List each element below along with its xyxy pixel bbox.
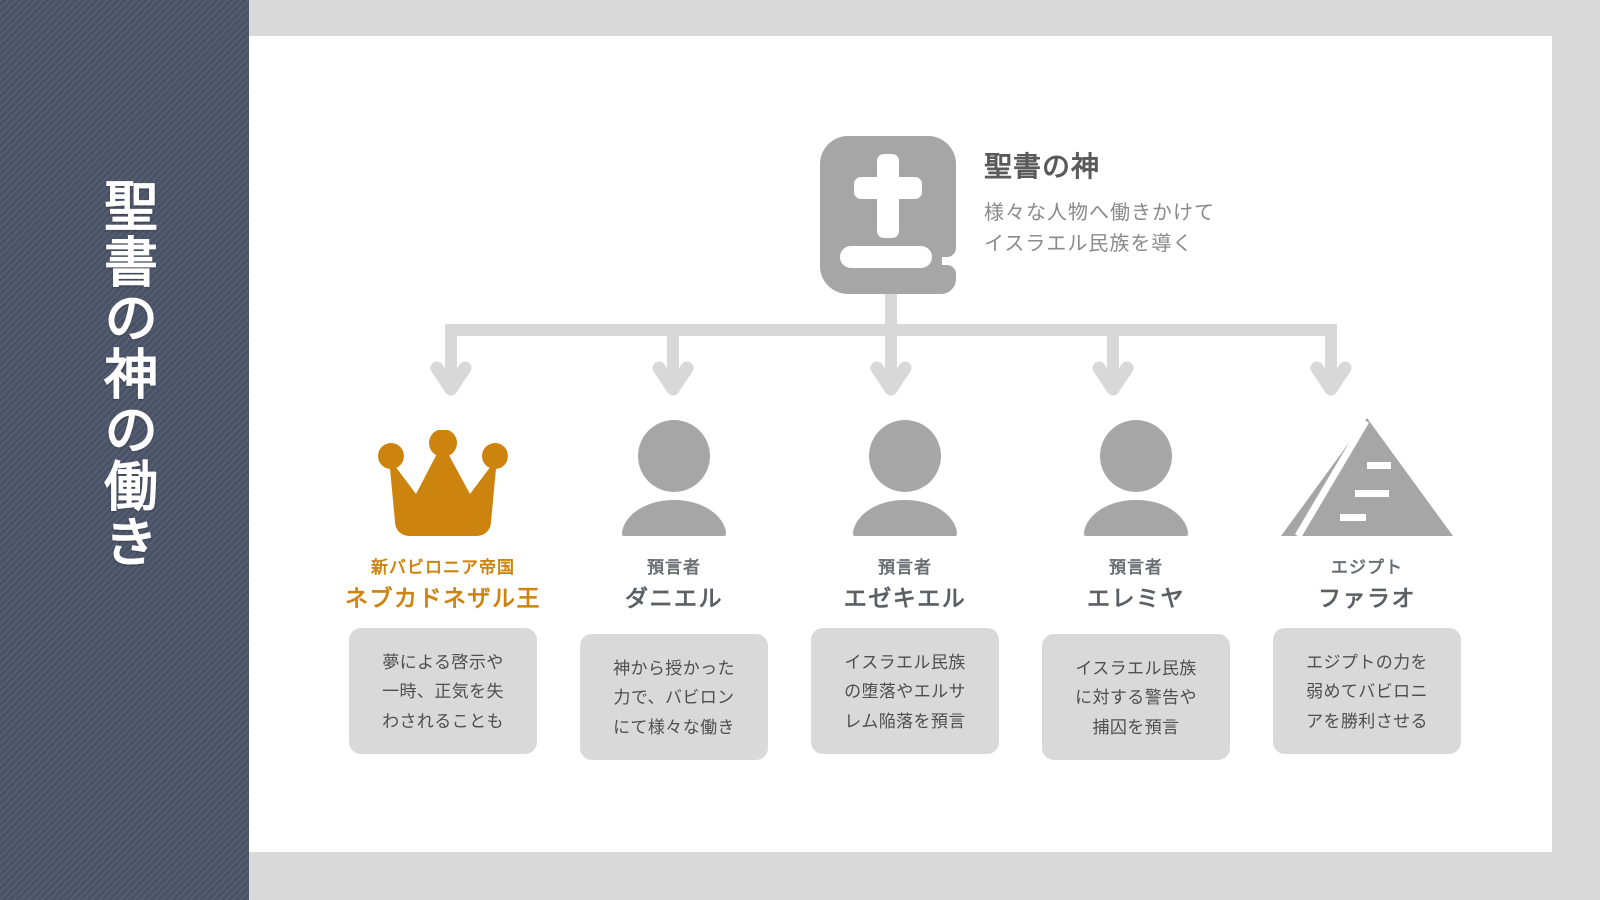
sidebar-vertical-title: 聖書の神の働き (0, 178, 249, 578)
column-description: イスラエル民族 の堕落やエルサ レム陥落を預言 (811, 628, 999, 754)
column-icon-wrap (378, 410, 508, 536)
column-daniel: 預言者 ダニエル 神から授かった 力で、バビロン にて様々な働き (576, 410, 772, 760)
column-icon-wrap (622, 410, 726, 536)
column-nebuchadnezzar: 新バビロニア帝国 ネブカドネザル王 夢による啓示や 一時、正気を失 わされること… (345, 410, 541, 760)
column-description: 夢による啓示や 一時、正気を失 わされることも (349, 628, 537, 754)
slide-canvas: 聖書の神 様々な人物へ働きかけて イスラエル民族を導く (249, 36, 1552, 852)
sidebar-title-text: 聖書の神の働き (95, 178, 156, 570)
top-node-text: 聖書の神 様々な人物へ働きかけて イスラエル民族を導く (984, 136, 1215, 260)
person-icon (622, 420, 726, 536)
top-node: 聖書の神 様々な人物へ働きかけて イスラエル民族を導く (820, 136, 1215, 294)
column-name: ファラオ (1318, 585, 1416, 612)
column-description: イスラエル民族 に対する警告や 捕囚を預言 (1042, 634, 1230, 760)
bible-icon (820, 136, 956, 294)
column-description: 神から授かった 力で、バビロン にて様々な働き (580, 634, 768, 760)
column-role: 預言者 (1109, 558, 1163, 577)
column-labels: 預言者 エレミヤ (1087, 558, 1185, 612)
column-jeremiah: 預言者 エレミヤ イスラエル民族 に対する警告や 捕囚を預言 (1038, 410, 1234, 760)
top-node-title: 聖書の神 (984, 151, 1101, 182)
top-node-subtitle: 様々な人物へ働きかけて イスラエル民族を導く (984, 198, 1215, 260)
column-name: エレミヤ (1087, 585, 1185, 612)
pyramid-icon (1281, 418, 1453, 536)
column-role: エジプト (1331, 558, 1403, 577)
top-node-subtitle-line1: 様々な人物へ働きかけて (984, 201, 1215, 224)
column-name: ダニエル (625, 585, 723, 612)
column-description: エジプトの力を 弱めてバビロニ アを勝利させる (1273, 628, 1461, 754)
column-icon-wrap (853, 410, 957, 536)
person-icon (853, 420, 957, 536)
column-labels: 預言者 ダニエル (625, 558, 723, 612)
column-name: ネブカドネザル王 (345, 585, 541, 612)
column-icon-wrap (1281, 410, 1453, 536)
figure-columns: 新バビロニア帝国 ネブカドネザル王 夢による啓示や 一時、正気を失 わされること… (345, 410, 1465, 760)
column-labels: エジプト ファラオ (1318, 558, 1416, 612)
column-labels: 新バビロニア帝国 ネブカドネザル王 (345, 558, 541, 612)
column-role: 預言者 (878, 558, 932, 577)
column-icon-wrap (1084, 410, 1188, 536)
top-node-subtitle-line2: イスラエル民族を導く (984, 232, 1194, 255)
column-labels: 預言者 エゼキエル (844, 558, 967, 612)
column-role: 新バビロニア帝国 (371, 558, 515, 577)
person-icon (1084, 420, 1188, 536)
column-pharaoh: エジプト ファラオ エジプトの力を 弱めてバビロニ アを勝利させる (1269, 410, 1465, 760)
column-ezekiel: 預言者 エゼキエル イスラエル民族 の堕落やエルサ レム陥落を預言 (807, 410, 1003, 760)
sidebar: 聖書の神の働き (0, 0, 249, 900)
column-role: 預言者 (647, 558, 701, 577)
crown-icon (378, 430, 508, 536)
column-name: エゼキエル (843, 585, 967, 612)
